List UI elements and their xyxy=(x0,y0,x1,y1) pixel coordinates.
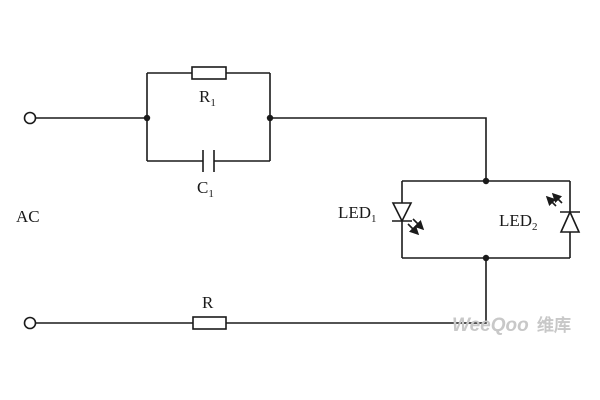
label-led2: LED2 xyxy=(499,211,538,233)
led1-diode xyxy=(391,202,425,236)
watermark-cjk: 维库 xyxy=(537,315,571,336)
ac-terminal-bottom xyxy=(23,316,37,330)
ac-terminal-top xyxy=(23,111,37,125)
label-r1: R1 xyxy=(199,87,216,109)
resistor-r1 xyxy=(191,66,227,80)
junction-dot xyxy=(482,254,490,262)
junction-dot xyxy=(482,177,490,185)
label-c1: C1 xyxy=(197,178,214,200)
label-led1: LED1 xyxy=(338,203,377,225)
watermark: WeeQoo 维库 xyxy=(452,315,571,336)
wire-return xyxy=(226,258,487,324)
label-r: R xyxy=(202,293,214,312)
wire-to-led-block xyxy=(270,117,487,181)
led2-diode xyxy=(545,192,581,233)
resistor-r xyxy=(192,316,227,330)
junctions xyxy=(143,114,490,262)
junction-dot xyxy=(266,114,274,122)
wires xyxy=(36,72,571,324)
watermark-latin: WeeQoo xyxy=(452,315,529,336)
label-ac: AC xyxy=(16,207,40,226)
junction-dot xyxy=(143,114,151,122)
capacitor-c1 xyxy=(202,150,215,172)
